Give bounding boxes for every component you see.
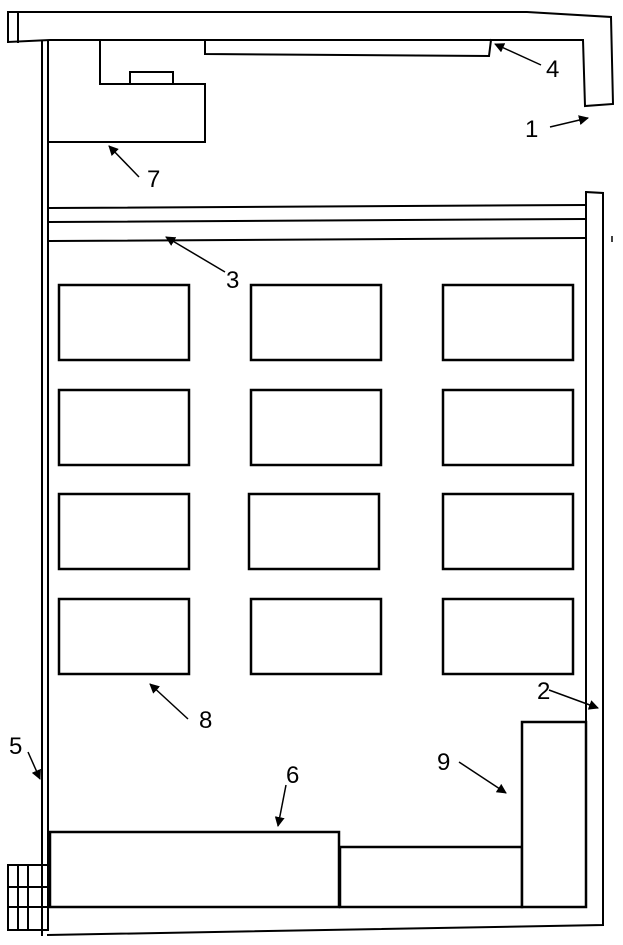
desk bbox=[57, 492, 191, 571]
arrow-1 bbox=[549, 115, 589, 128]
bottom-left-corner bbox=[7, 864, 49, 931]
arrow-5 bbox=[27, 751, 41, 780]
desk bbox=[441, 597, 575, 676]
label-4: 4 bbox=[546, 56, 559, 83]
desk bbox=[441, 492, 575, 571]
desk bbox=[249, 388, 383, 467]
arrow-9 bbox=[458, 761, 507, 794]
label-8: 8 bbox=[199, 707, 212, 734]
desk bbox=[57, 597, 191, 676]
label-5: 5 bbox=[9, 733, 22, 760]
teacher-desk-7 bbox=[49, 41, 206, 143]
arrow-4 bbox=[494, 43, 542, 66]
desk bbox=[57, 388, 191, 467]
cabinet-9 bbox=[520, 720, 588, 909]
label-2: 2 bbox=[537, 678, 550, 705]
arrow-2 bbox=[548, 689, 599, 710]
label-6: 6 bbox=[286, 762, 299, 789]
counter-middle bbox=[338, 845, 524, 909]
arrow-6 bbox=[274, 784, 287, 827]
arrow-8 bbox=[149, 683, 189, 720]
top-left-corner bbox=[7, 11, 19, 43]
desk bbox=[57, 283, 191, 362]
label-7: 7 bbox=[147, 166, 160, 193]
arrows bbox=[27, 43, 599, 827]
left-wall bbox=[41, 41, 49, 936]
student-desks-8 bbox=[57, 283, 575, 676]
top-wall bbox=[7, 11, 615, 108]
arrow-3 bbox=[165, 236, 226, 273]
counter-6 bbox=[48, 830, 341, 909]
board-4 bbox=[204, 38, 493, 58]
desk bbox=[441, 283, 575, 362]
label-1: 1 bbox=[525, 116, 538, 143]
rail-3 bbox=[48, 203, 587, 243]
label-9: 9 bbox=[437, 749, 450, 776]
desk bbox=[247, 492, 381, 571]
desk bbox=[249, 597, 383, 676]
desk bbox=[249, 283, 383, 362]
arrow-7 bbox=[108, 145, 140, 178]
label-3: 3 bbox=[226, 267, 239, 294]
desk bbox=[441, 388, 575, 467]
